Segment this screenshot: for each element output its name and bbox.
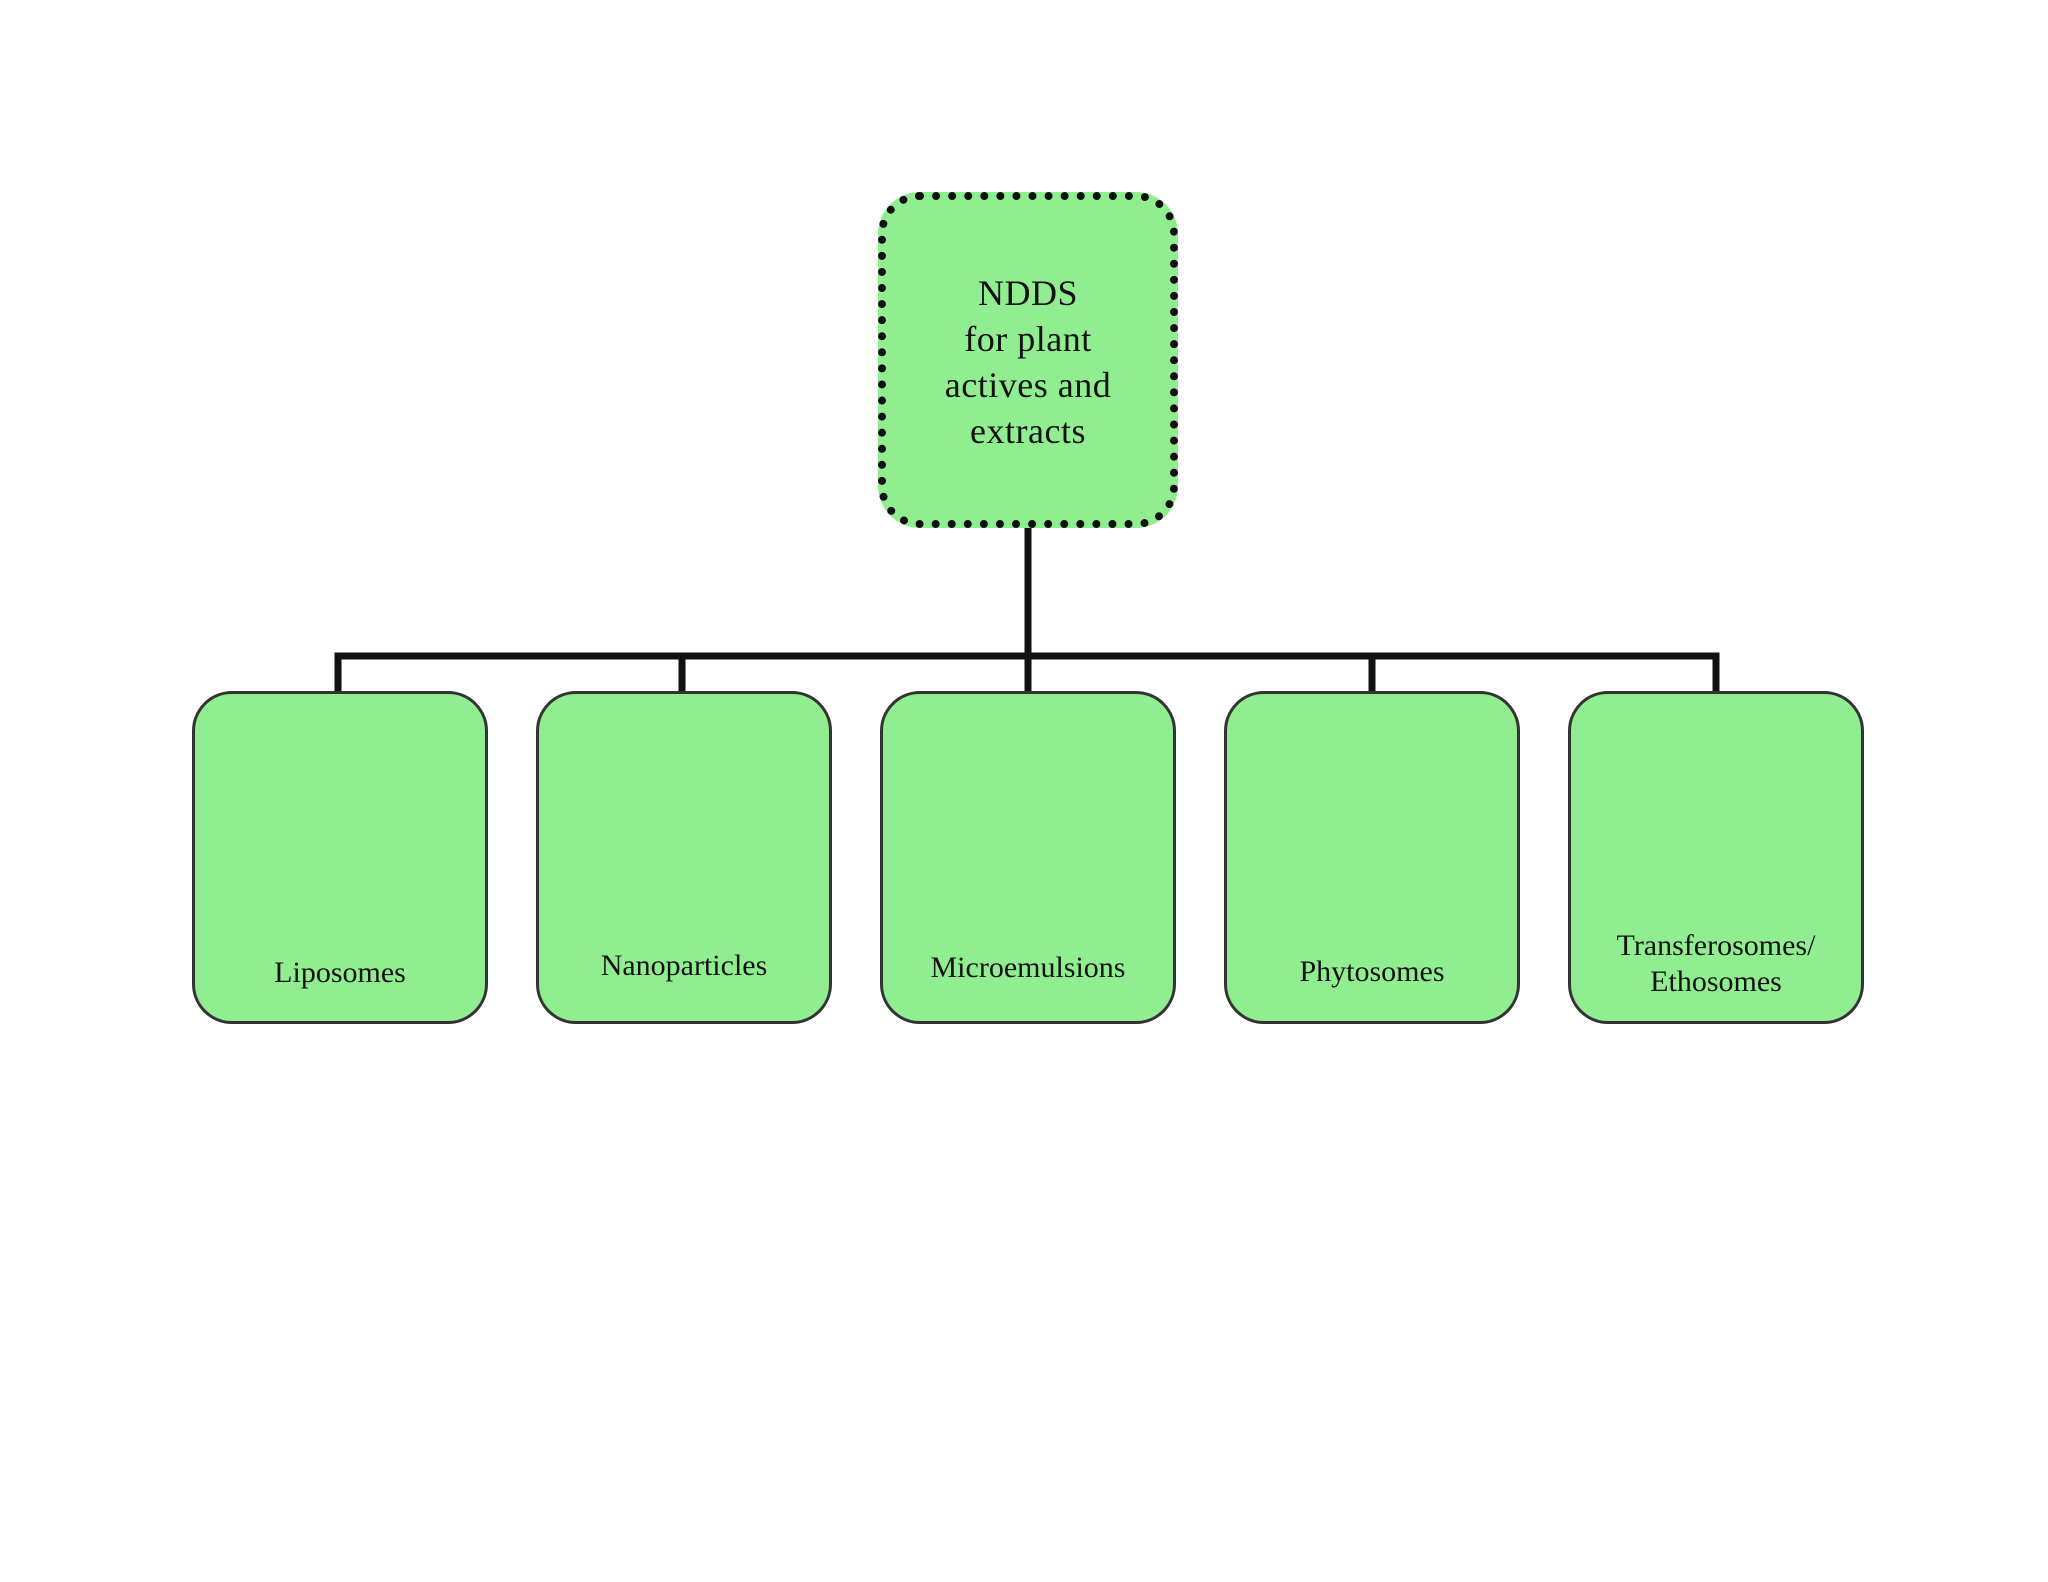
node-phytosomes-label: Phytosomes bbox=[1299, 955, 1445, 988]
root-line-1: NDDS bbox=[977, 273, 1078, 313]
node-liposomes-box bbox=[192, 691, 488, 1024]
node-liposomes-label: Liposomes bbox=[274, 956, 406, 989]
node-transferosomes-label: Transferosomes/ Ethosomes bbox=[1616, 929, 1816, 998]
node-microemulsions-label: Microemulsions bbox=[930, 951, 1126, 984]
node-nanoparticles-box bbox=[536, 691, 832, 1024]
node-phytosomes-box bbox=[1224, 691, 1520, 1024]
root-line-2: for plant bbox=[964, 319, 1092, 359]
root-node-label: NDDS for plant actives and extracts bbox=[878, 270, 1178, 454]
node-nanoparticles-label: Nanoparticles bbox=[600, 949, 768, 982]
root-line-4: extracts bbox=[970, 411, 1086, 451]
root-line-3: actives and bbox=[944, 365, 1112, 405]
connector-lines bbox=[334, 524, 1720, 695]
node-transferosomes-box bbox=[1568, 691, 1864, 1024]
root-node-box bbox=[878, 192, 1178, 528]
node-microemulsions-box bbox=[880, 691, 1176, 1024]
